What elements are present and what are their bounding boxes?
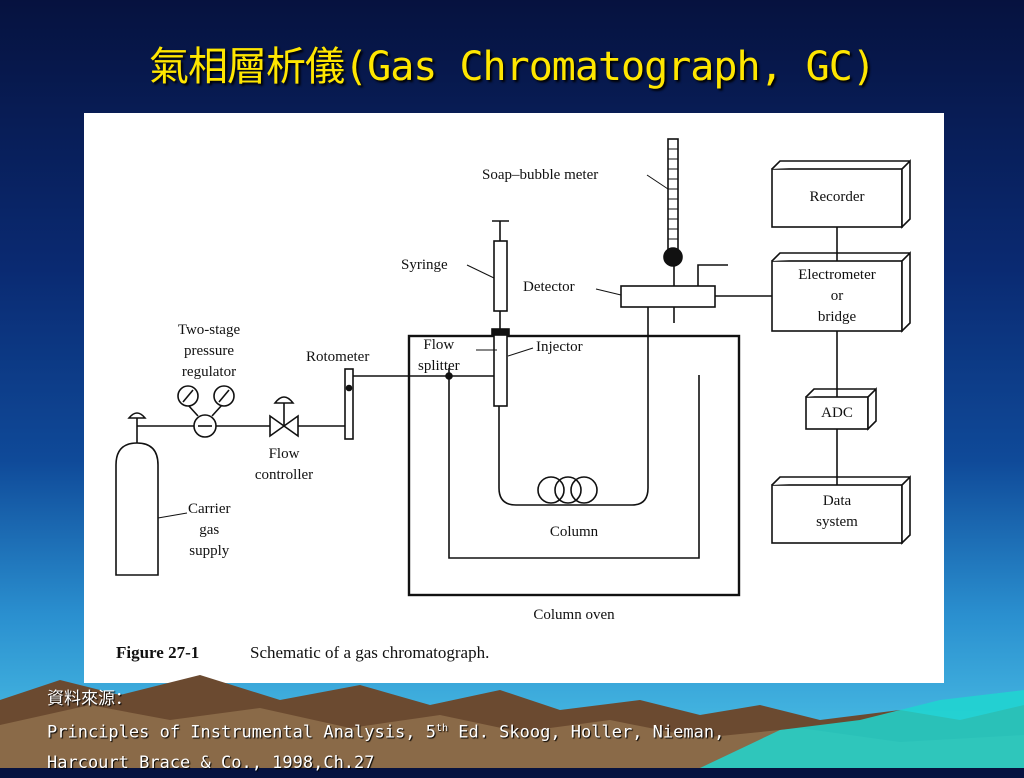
label-carrier-gas-supply: Carrier gas supply: [188, 501, 231, 559]
label-column: Column: [549, 524, 599, 540]
label-detector: Detector: [523, 279, 575, 295]
electrometer-box: [771, 260, 903, 332]
soap-bubble-bulb: [663, 247, 683, 267]
flow-controller-valve: [269, 414, 299, 438]
label-adc: ADC: [821, 405, 853, 421]
column-path: [448, 368, 700, 559]
source-line-1: Principles of Instrumental Analysis, 5th…: [47, 722, 725, 743]
label-flow-splitter: Flow splitter: [418, 337, 460, 374]
mountain-background: [0, 675, 1024, 768]
slide-title: 氣相層析儀(Gas Chromatograph, GC): [149, 44, 876, 90]
label-flow-controller: Flow controller: [254, 446, 314, 483]
figure-caption-text: Schematic of a gas chromatograph.: [250, 643, 490, 662]
recorder-box: [771, 168, 903, 228]
label-column-oven: Column oven: [533, 607, 615, 623]
data-system-box: [771, 484, 903, 544]
column-coil-3: [570, 476, 598, 504]
syringe-barrel: [493, 240, 508, 312]
gc-schematic-figure: Soap–bubble meter Recorder Syringe Detec…: [84, 113, 944, 683]
figure-caption-number: Figure 27-1: [116, 643, 200, 662]
gas-cylinder: [115, 442, 159, 576]
column-coil-1: [537, 476, 565, 504]
column-coil-2: [554, 476, 582, 504]
label-two-stage-regulator: Two-stage pressure regulator: [177, 322, 241, 380]
label-syringe: Syringe: [401, 257, 448, 273]
rotometer-tube: [344, 368, 354, 440]
column-oven-box: [407, 334, 741, 597]
soap-bubble-meter-tube: [667, 138, 679, 256]
injector-body: [493, 330, 508, 407]
label-rotometer: Rotometer: [306, 349, 370, 365]
adc-box: [805, 396, 869, 430]
label-injector: Injector: [536, 339, 583, 355]
label-data-system: Data system: [816, 493, 858, 530]
label-soap-bubble-meter: Soap–bubble meter: [482, 167, 599, 183]
gc-schematic-drawing: [115, 138, 911, 597]
source-line-2: Harcourt Brace & Co., 1998,Ch.27: [47, 752, 375, 773]
source-citation: 資料來源： Principles of Instrumental Analysi…: [47, 684, 724, 778]
label-electrometer: Electrometer or bridge: [798, 267, 876, 325]
column-tubing: [498, 303, 649, 506]
label-recorder: Recorder: [809, 189, 865, 205]
source-heading: 資料來源：: [47, 689, 132, 709]
cylinder-valve-knob: [127, 412, 147, 419]
detector-body: [620, 285, 716, 308]
injector-septum: [491, 328, 510, 336]
